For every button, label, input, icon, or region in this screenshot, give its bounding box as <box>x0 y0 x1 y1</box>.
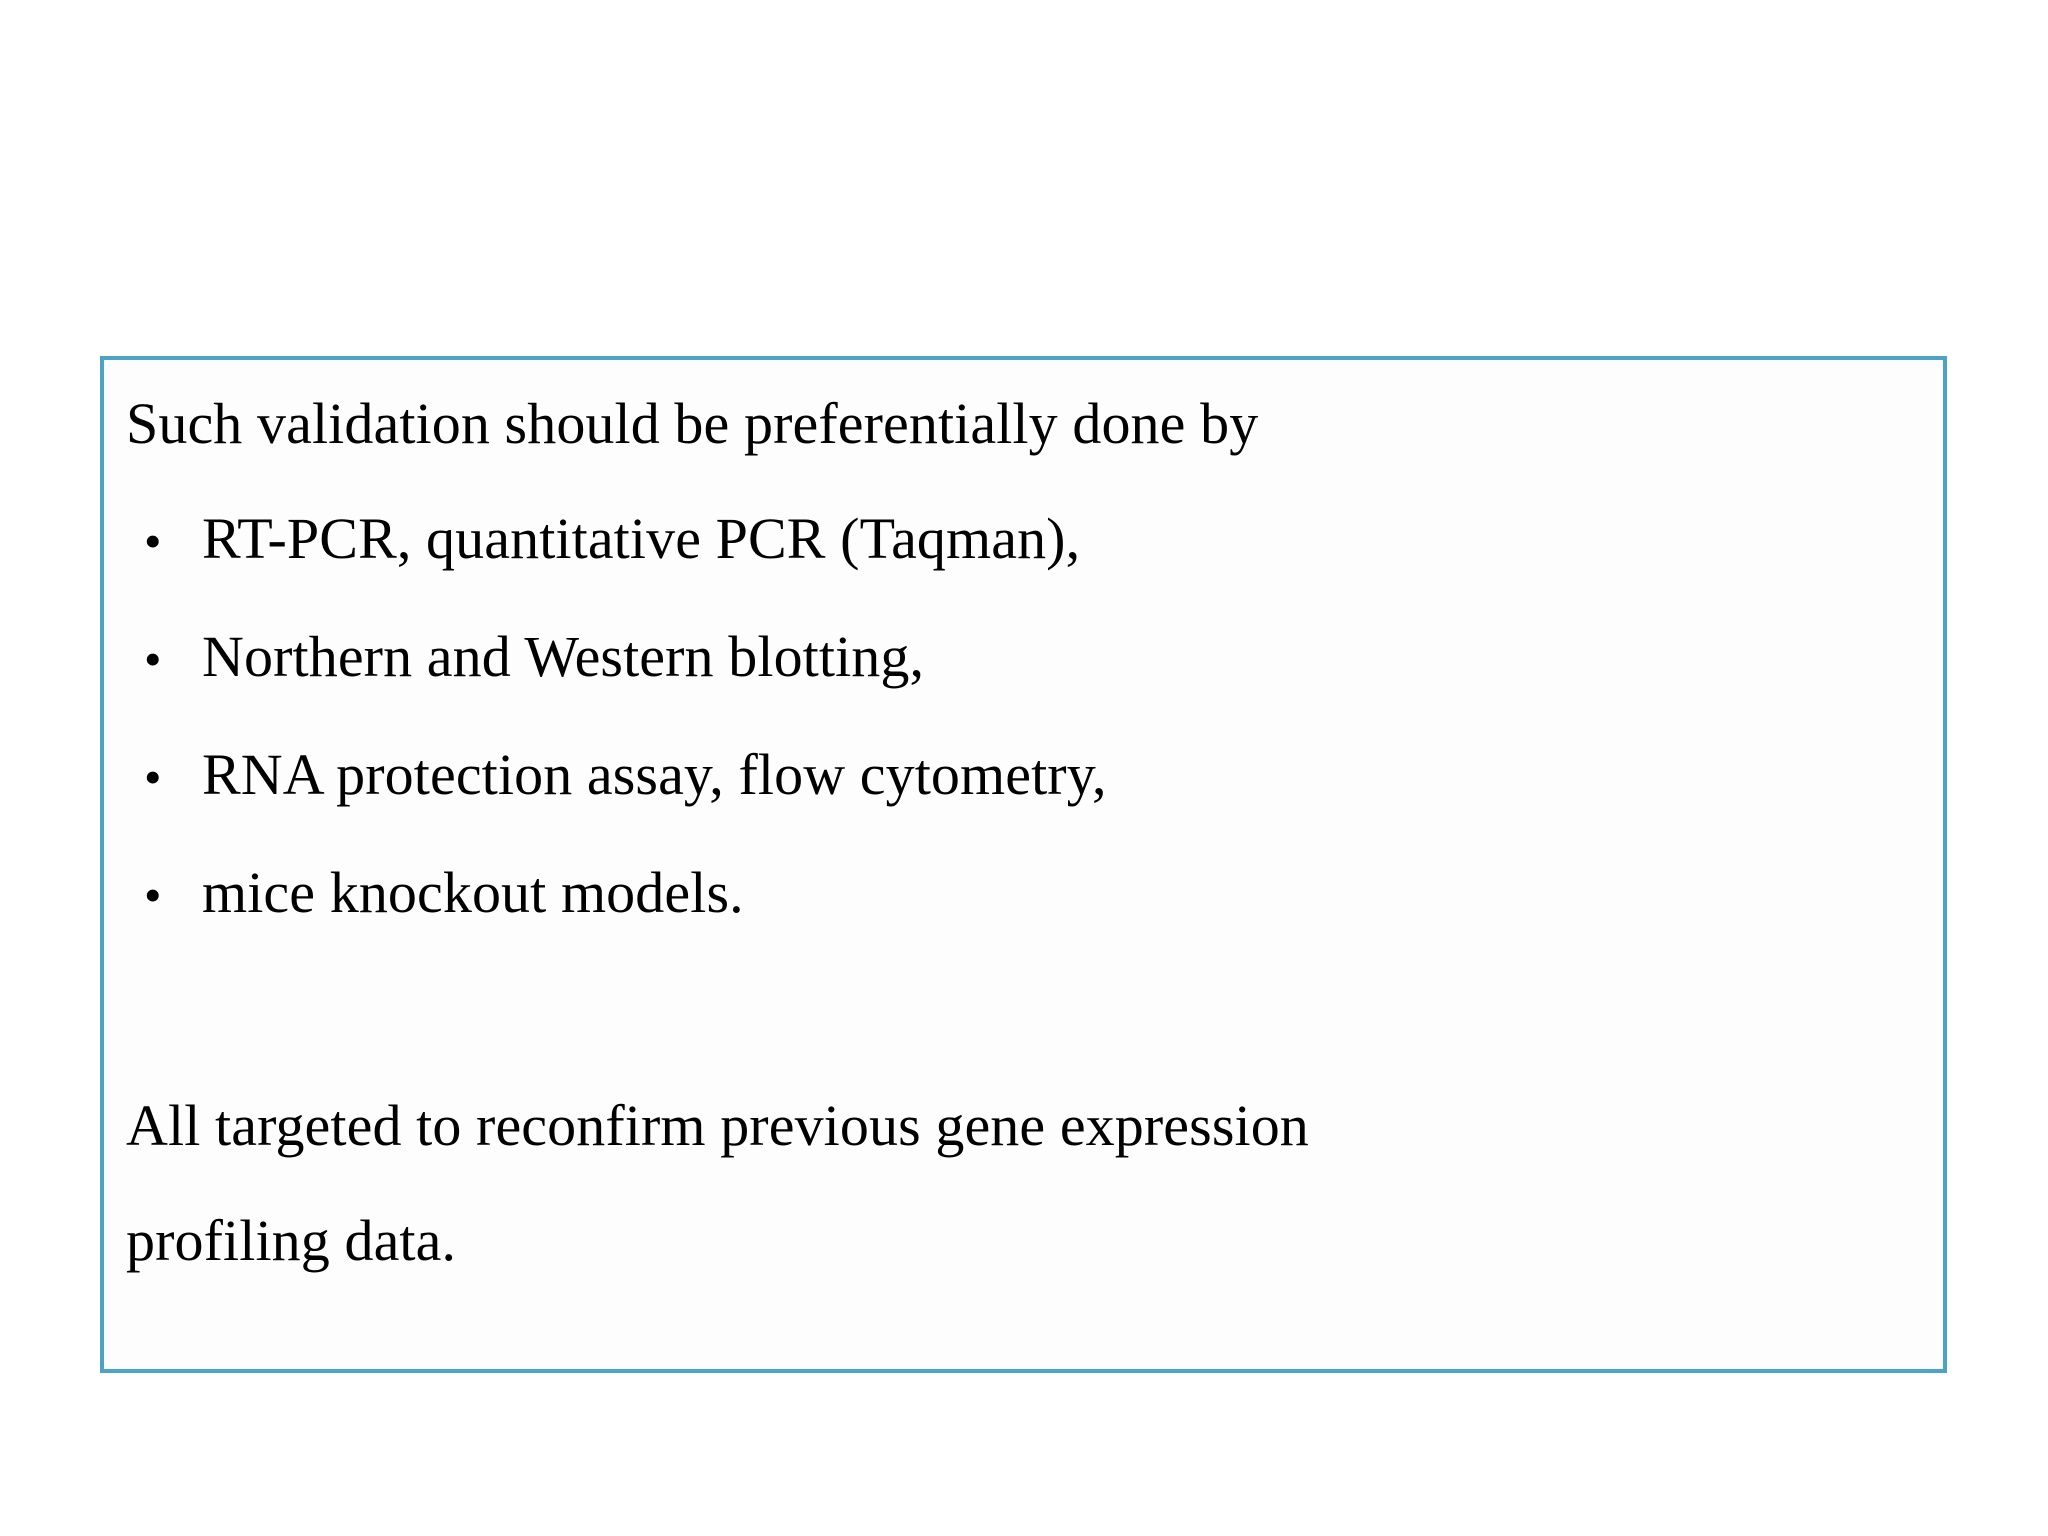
content-box: Such validation should be preferentially… <box>100 356 1947 1373</box>
list-item-label: RNA protection assay, flow cytometry, <box>202 742 1107 807</box>
closing-paragraph-line-1: All targeted to reconfirm previous gene … <box>126 1093 1309 1158</box>
bullet-icon: • <box>144 749 162 805</box>
intro-line: Such validation should be preferentially… <box>126 391 1259 456</box>
list-item: • RNA protection assay, flow cytometry, <box>122 717 1933 835</box>
bullet-icon: • <box>144 513 162 569</box>
list-item-label: RT-PCR, quantitative PCR (Taqman), <box>202 506 1081 571</box>
list-item: • RT-PCR, quantitative PCR (Taqman), <box>122 481 1933 599</box>
closing-paragraph-line-2: profiling data. <box>126 1208 457 1273</box>
list-item-label: Northern and Western blotting, <box>202 624 925 689</box>
list-item-label: mice knockout models. <box>202 860 744 925</box>
body-text-block: Such validation should be preferentially… <box>122 366 1933 1298</box>
blank-line-spacer <box>122 953 1933 1068</box>
list-item: • mice knockout models. <box>122 835 1933 953</box>
bullet-icon: • <box>144 631 162 687</box>
bullet-icon: • <box>144 867 162 923</box>
list-item: • Northern and Western blotting, <box>122 599 1933 717</box>
